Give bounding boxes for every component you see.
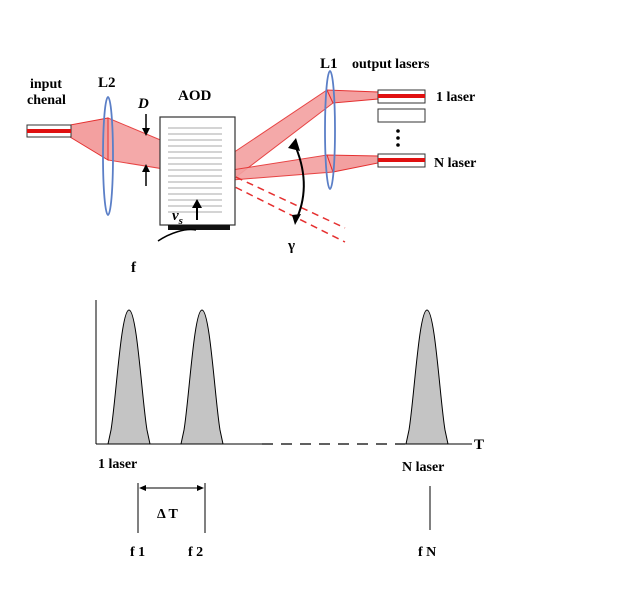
lens-l1 — [324, 70, 336, 190]
f1-label: f 1 — [130, 545, 145, 560]
aperture-label: D — [137, 96, 149, 112]
pulse-1 — [107, 309, 151, 445]
timing-diagram: T 1 laser N laser Δ T f 1 f 2 f N — [95, 300, 484, 560]
pulse-2 — [180, 309, 224, 445]
output-fiber-ellipsis — [396, 129, 400, 147]
angle-label: γ — [287, 238, 295, 254]
optical-setup: input chenal L2 D — [26, 56, 476, 276]
lens-l2 — [102, 96, 114, 216]
input-fiber — [26, 124, 72, 138]
rf-cable — [157, 228, 197, 242]
pulse-1-label: 1 laser — [98, 457, 137, 472]
pulse-n-label: N laser — [402, 460, 444, 475]
timing-axis-label: T — [474, 437, 484, 453]
f2-label: f 2 — [188, 545, 203, 560]
aod-label: AOD — [178, 88, 212, 104]
lens-l2-label: L2 — [98, 75, 116, 91]
velocity-label: vs — [172, 208, 183, 227]
output-n-label: N laser — [434, 156, 476, 171]
angle-arc — [288, 138, 305, 225]
interval-arrow — [139, 485, 204, 491]
output-1-label: 1 laser — [436, 90, 475, 105]
input-label-line1: input — [30, 77, 62, 92]
fn-label: f N — [418, 545, 436, 560]
input-label-line2: chenal — [27, 93, 66, 108]
pulse-n — [405, 309, 449, 445]
frequency-label: f — [131, 260, 137, 276]
output-fiber-1 — [377, 89, 426, 104]
aperture-arrows — [142, 114, 150, 186]
interval-label: Δ T — [157, 507, 179, 522]
undeflected-beam-dash-1 — [224, 171, 346, 229]
undeflected-beam-dash-2 — [224, 181, 346, 243]
velocity-arrow — [192, 199, 202, 220]
output-fiber-n — [377, 153, 426, 168]
output-label: output lasers — [352, 57, 430, 72]
output-fiber-middle — [377, 108, 426, 123]
lens-l1-label: L1 — [320, 56, 338, 72]
